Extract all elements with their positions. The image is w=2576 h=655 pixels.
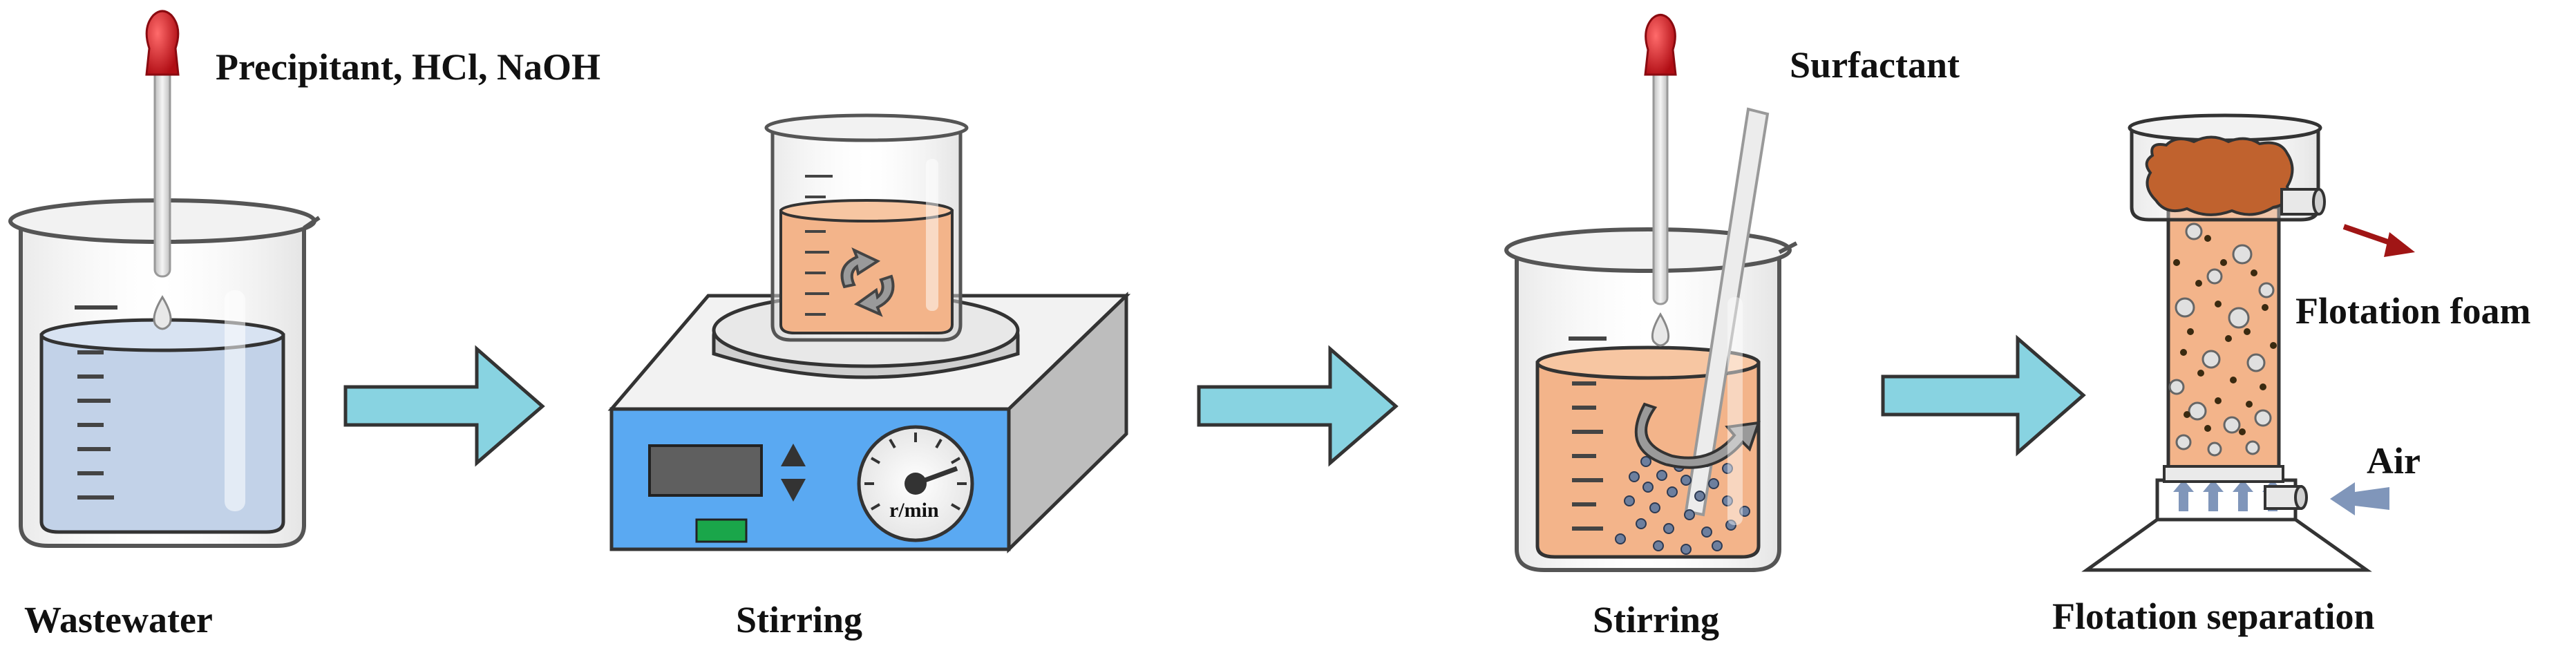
flotation-foam [2145, 135, 2294, 216]
step-label-flotation-separation: Flotation separation [2052, 596, 2375, 637]
graduation-marks [75, 305, 117, 500]
wastewater-liquid [39, 318, 285, 534]
rotation-arrows-icon [840, 247, 895, 317]
air-label: Air [2367, 440, 2421, 482]
dial-unit-label: r/min [889, 499, 939, 522]
orange-liquid [779, 199, 954, 334]
air-input-arrow [2330, 482, 2389, 515]
power-button[interactable] [695, 518, 748, 543]
surfactant-label: Surfactant [1790, 44, 1960, 86]
flotation-foam-label: Flotation foam [2295, 290, 2530, 332]
foam-output-arrow [2342, 224, 2415, 257]
air-bubbles [2168, 222, 2275, 457]
step-label-stirring-2: Stirring [1593, 599, 1719, 640]
swirl-arrow-icon [1634, 402, 1761, 469]
process-arrow-3 [1881, 334, 2086, 457]
process-arrow-1 [343, 345, 545, 467]
flotation-column [2081, 113, 2372, 572]
stirring-beaker-1 [764, 113, 969, 342]
stirrer-display[interactable] [648, 444, 763, 497]
decrease-arrow-icon[interactable] [781, 479, 806, 502]
process-arrow-2 [1197, 345, 1399, 467]
step-label-stirring-1: Stirring [736, 599, 862, 640]
reagent-label: Precipitant, HCl, NaOH [216, 46, 600, 88]
increase-arrow-icon[interactable] [781, 444, 806, 466]
floc-particles [2173, 235, 2277, 435]
dropper-icon [1644, 14, 1677, 347]
stirring-rod [1684, 107, 1770, 517]
column-base [2081, 518, 2372, 572]
dropper-icon [145, 10, 180, 330]
particles [1615, 456, 1750, 555]
speed-dial[interactable]: r/min [857, 425, 974, 542]
stirring-beaker-2 [1504, 107, 1798, 572]
foam-outlet [2280, 188, 2319, 216]
step-label-wastewater: Wastewater [24, 599, 213, 640]
